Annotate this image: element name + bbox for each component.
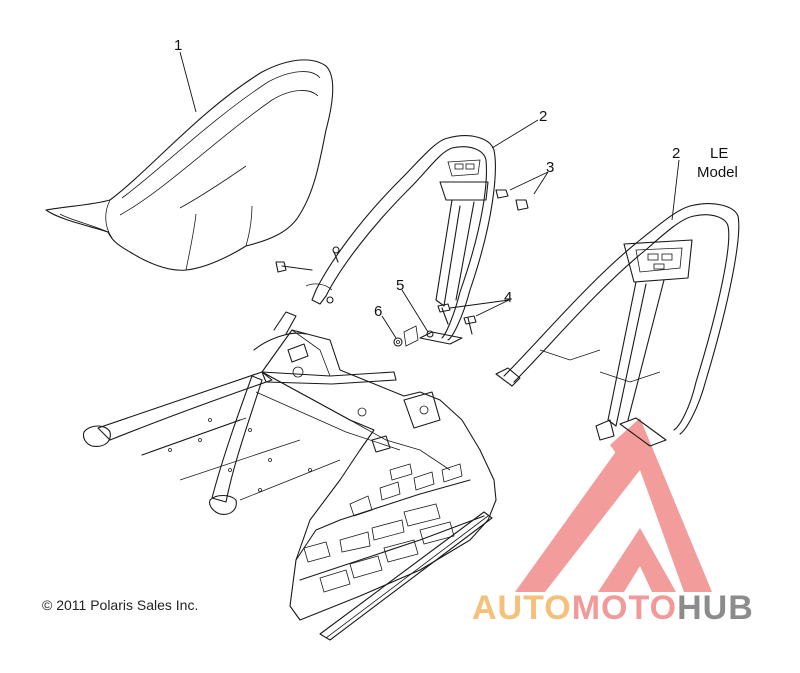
callouts: 1 2 2 3 4 5 6 LE Model — [174, 37, 738, 320]
callout-1: 1 — [174, 37, 182, 54]
watermark-moto: MOTO — [572, 589, 677, 627]
callout-4: 4 — [504, 289, 512, 306]
watermark-text: AUTOMOTOHUB — [472, 589, 754, 627]
callout-2-le: 2 — [672, 145, 680, 162]
watermark-hub: HUB — [677, 589, 754, 627]
callout-6: 6 — [374, 303, 382, 320]
watermark-auto: AUTO — [472, 589, 572, 627]
grab-bar-le-model — [495, 203, 740, 447]
callout-5: 5 — [396, 277, 404, 294]
hardware-bolts — [275, 189, 529, 347]
grab-bar-standard — [305, 135, 496, 347]
le-model-label-line2: Model — [697, 164, 738, 181]
copyright-text: © 2011 Polaris Sales Inc. — [42, 597, 198, 613]
le-model-label-line1: LE — [710, 145, 728, 162]
watermark-logo — [515, 418, 712, 592]
callout-3: 3 — [546, 159, 554, 176]
callout-2-standard: 2 — [539, 108, 547, 125]
seat-part — [45, 59, 334, 271]
chassis-assembly — [82, 311, 497, 641]
leader-lines — [179, 51, 680, 339]
